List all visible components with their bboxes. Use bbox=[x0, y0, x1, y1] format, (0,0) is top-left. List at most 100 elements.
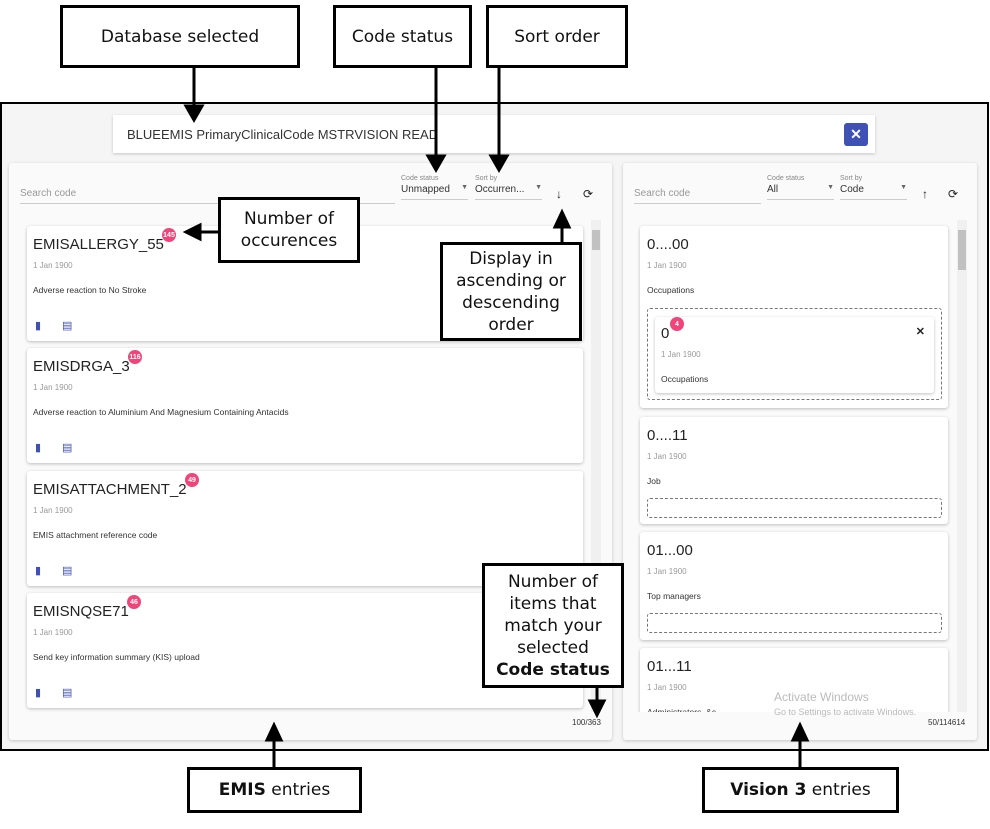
clipboard-icon[interactable]: ▮ bbox=[35, 320, 42, 332]
emis-code-status-select[interactable]: Code status Unmapped▼ bbox=[401, 175, 468, 200]
arrowhead bbox=[587, 699, 607, 719]
vision-scrollbar[interactable] bbox=[957, 220, 967, 712]
vision-sort-select[interactable]: Sort by Code▼ bbox=[840, 175, 907, 200]
callout-database-selected: Database selected bbox=[60, 5, 300, 68]
arrowhead bbox=[552, 208, 572, 229]
callout-text: Display in ascending or descending order bbox=[456, 248, 566, 335]
sort-ascending-icon[interactable]: ↑ bbox=[922, 187, 928, 201]
scrollbar-thumb[interactable] bbox=[592, 230, 600, 250]
clipboard-icon[interactable]: ▮ bbox=[35, 687, 42, 699]
emis-scrollbar[interactable] bbox=[591, 220, 601, 712]
code-description: Adverse reaction to Aluminium And Magnes… bbox=[33, 407, 289, 417]
code-date: 1 Jan 1900 bbox=[33, 383, 73, 392]
callout-text: Number of occurences bbox=[240, 209, 338, 251]
database-selector[interactable]: BLUEEMIS PrimaryClinicalCode MSTRVISION … bbox=[113, 115, 875, 153]
occurrence-badge: 46 bbox=[127, 595, 141, 609]
vision-count: 50/114614 bbox=[928, 718, 966, 727]
caret-down-icon: ▼ bbox=[535, 184, 542, 191]
mapping-drop-zone[interactable]: 0 4 1 Jan 1900 Occupations ✕ bbox=[647, 308, 942, 400]
close-button[interactable]: ✕ bbox=[844, 123, 868, 146]
emis-count: 100/363 bbox=[572, 718, 601, 727]
arrowhead bbox=[790, 721, 810, 742]
mapping-drop-zone[interactable] bbox=[647, 613, 942, 633]
clipboard-list-icon[interactable]: ▤ bbox=[62, 442, 73, 454]
callout-text: Database selected bbox=[100, 26, 260, 47]
code-title: EMISATTACHMENT_2 bbox=[33, 481, 187, 498]
caret-down-icon: ▼ bbox=[827, 184, 834, 191]
close-icon: ✕ bbox=[850, 126, 862, 142]
code-date: 1 Jan 1900 bbox=[647, 683, 687, 692]
code-title: 0....00 bbox=[647, 236, 689, 253]
search-placeholder: Search code bbox=[634, 188, 691, 199]
watermark-subtitle: Go to Settings to activate Windows. bbox=[774, 707, 917, 717]
mapped-code-card[interactable]: 0 4 1 Jan 1900 Occupations ✕ bbox=[655, 317, 934, 393]
code-title: 01...00 bbox=[647, 542, 693, 559]
arrowhead bbox=[183, 104, 205, 124]
watermark-title: Activate Windows bbox=[774, 690, 869, 704]
vision-code-card[interactable]: 0....00 1 Jan 1900 Occupations 0 4 1 Jan… bbox=[640, 226, 948, 408]
caret-down-icon: ▼ bbox=[900, 184, 907, 191]
callout-bold-text: EMIS bbox=[218, 780, 266, 800]
callout-number-of-occurrences: Number of occurences bbox=[218, 197, 360, 263]
mapping-drop-zone[interactable] bbox=[647, 498, 942, 518]
callout-bold-text: Code status bbox=[496, 659, 610, 680]
callout-text: Number of items that match your selected bbox=[504, 571, 602, 658]
refresh-icon[interactable]: ⟳ bbox=[583, 187, 594, 201]
callout-sort-order: Sort order bbox=[486, 5, 628, 68]
callout-text: entries bbox=[806, 780, 871, 800]
code-title: EMISALLERGY_55 bbox=[33, 236, 164, 253]
code-description: Job bbox=[647, 476, 661, 486]
code-status-label: Code status bbox=[401, 175, 439, 182]
clipboard-icon[interactable]: ▮ bbox=[35, 565, 42, 577]
code-date: 1 Jan 1900 bbox=[647, 452, 687, 461]
code-description: Occupations bbox=[661, 374, 709, 384]
clipboard-list-icon[interactable]: ▤ bbox=[62, 320, 73, 332]
arrowhead bbox=[488, 154, 510, 174]
sort-descending-icon[interactable]: ↓ bbox=[556, 187, 562, 201]
code-date: 1 Jan 1900 bbox=[647, 567, 687, 576]
callout-text: entries bbox=[265, 780, 331, 800]
code-date: 1 Jan 1900 bbox=[661, 350, 701, 359]
emis-sort-select[interactable]: Sort by Occurren... ▼ bbox=[475, 175, 542, 200]
callout-number-of-items: Number of items that match your selected… bbox=[482, 563, 624, 688]
clipboard-list-icon[interactable]: ▤ bbox=[62, 687, 73, 699]
vision-search-input[interactable]: Search code bbox=[634, 188, 761, 204]
code-description: Occupations bbox=[647, 285, 695, 295]
sort-value: Occurren... bbox=[475, 184, 525, 195]
arrowhead bbox=[264, 721, 284, 742]
sort-label: Sort by bbox=[475, 175, 498, 182]
callout-text: Code status bbox=[351, 26, 454, 47]
database-name: BLUEEMIS PrimaryClinicalCode MSTRVISION … bbox=[127, 127, 439, 142]
scrollbar-thumb[interactable] bbox=[958, 230, 966, 270]
callout-emis-entries: EMIS entries bbox=[187, 767, 362, 813]
code-date: 1 Jan 1900 bbox=[647, 261, 687, 270]
refresh-icon[interactable]: ⟳ bbox=[948, 187, 959, 201]
callout-code-status: Code status bbox=[333, 5, 472, 68]
code-title: 01...11 bbox=[647, 658, 692, 675]
occurrence-badge: 4 bbox=[670, 317, 684, 331]
arrowhead bbox=[425, 154, 447, 174]
code-description: Adverse reaction to No Stroke bbox=[33, 285, 147, 295]
remove-mapping-icon[interactable]: ✕ bbox=[915, 326, 925, 338]
callout-bold-text: Vision 3 bbox=[730, 780, 807, 800]
code-description: Administrators, &c bbox=[647, 707, 716, 712]
vision-code-status-select[interactable]: Code status All ▼ bbox=[767, 175, 834, 200]
callout-vision-entries: Vision 3 entries bbox=[702, 767, 899, 813]
code-status-label: Code status bbox=[767, 175, 805, 182]
search-placeholder: Search code bbox=[20, 188, 77, 199]
clipboard-icon[interactable]: ▮ bbox=[35, 442, 42, 454]
code-date: 1 Jan 1900 bbox=[33, 506, 73, 515]
clipboard-list-icon[interactable]: ▤ bbox=[62, 565, 73, 577]
vision-code-card[interactable]: 01...11 1 Jan 1900 Administrators, &c bbox=[640, 648, 948, 712]
code-status-value: All bbox=[767, 184, 779, 195]
arrowhead bbox=[182, 222, 202, 242]
code-description: EMIS attachment reference code bbox=[33, 530, 158, 540]
vision-code-card[interactable]: 01...00 1 Jan 1900 Top managers bbox=[640, 532, 948, 640]
vision-code-card[interactable]: 0....11 1 Jan 1900 Job bbox=[640, 417, 948, 524]
code-title: 0 bbox=[661, 325, 670, 342]
code-status-value: Unmapped bbox=[401, 184, 450, 195]
emis-search-input[interactable]: Search code bbox=[20, 188, 395, 204]
code-title: EMISNQSE71 bbox=[33, 603, 129, 620]
emis-code-card[interactable]: EMISDRGA_3 116 1 Jan 1900 Adverse reacti… bbox=[27, 348, 583, 463]
